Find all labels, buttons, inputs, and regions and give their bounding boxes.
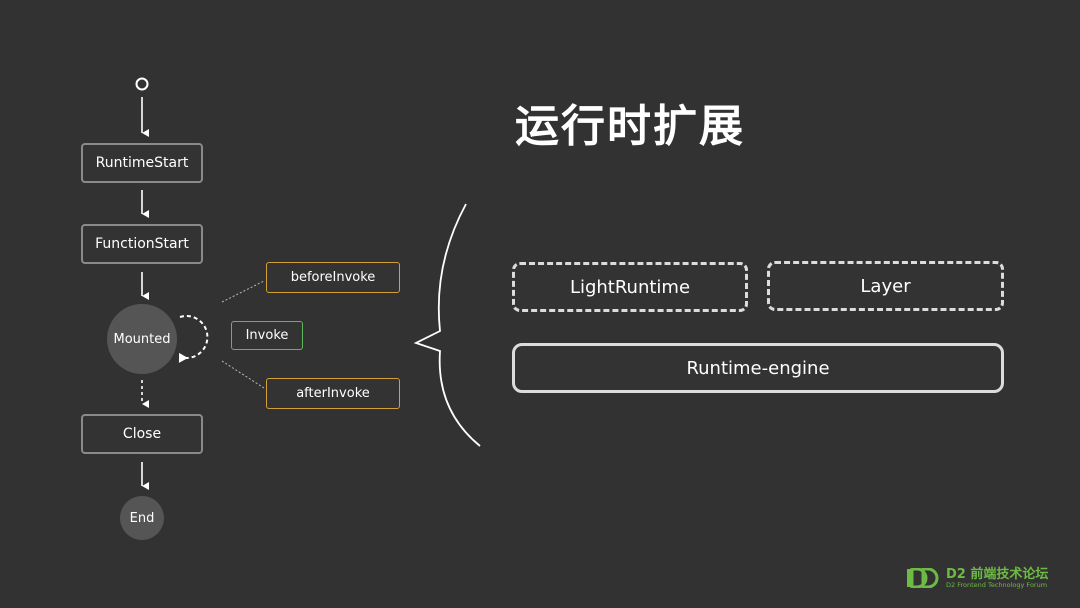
before-invoke-hook: beforeInvoke xyxy=(266,262,400,293)
logo-brand: D2 前端技术论坛 xyxy=(946,567,1049,582)
extension-brace xyxy=(413,203,481,447)
functionstart-node: FunctionStart xyxy=(81,224,203,264)
end-node: End xyxy=(120,496,164,540)
close-node: Close xyxy=(81,414,203,454)
mounted-node: Mounted xyxy=(107,304,177,374)
after-invoke-hook: afterInvoke xyxy=(266,378,400,409)
invoke-loop-arc xyxy=(178,315,209,363)
logo-subtitle: D2 Frontend Technology Forum xyxy=(946,580,1048,589)
invoke-hook: Invoke xyxy=(231,321,303,350)
runtime-engine-box: Runtime-engine xyxy=(512,343,1004,393)
page-title: 运行时扩展 xyxy=(515,101,745,152)
start-node xyxy=(135,77,149,91)
d2-logo-icon xyxy=(907,568,939,589)
lightruntime-box: LightRuntime xyxy=(512,262,748,312)
connector-before-invoke xyxy=(221,280,265,303)
d2-logo: D2 前端技术论坛 D2 Frontend Technology Forum xyxy=(906,567,1049,589)
runtimestart-node: RuntimeStart xyxy=(81,143,203,183)
connector-after-invoke xyxy=(221,360,265,389)
layer-box: Layer xyxy=(767,261,1004,311)
